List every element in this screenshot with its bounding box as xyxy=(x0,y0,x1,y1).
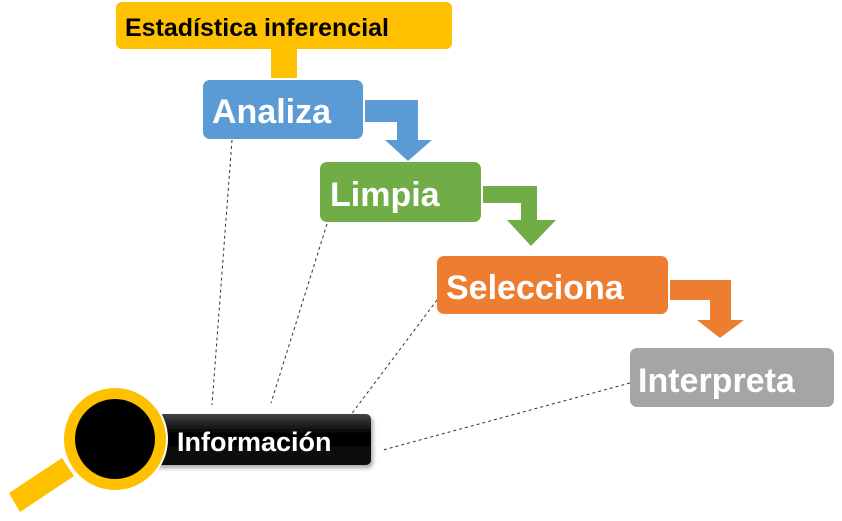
dashed-connectors xyxy=(211,139,631,451)
step-selecciona-box xyxy=(437,256,668,314)
connector-selecciona xyxy=(337,299,438,433)
step-interpreta-label: Interpreta xyxy=(638,362,796,400)
source-box xyxy=(150,414,371,465)
step-analiza-box xyxy=(203,80,363,139)
connector-limpia xyxy=(270,223,328,404)
magnifier-icon xyxy=(9,386,168,512)
step-limpia-box xyxy=(320,162,481,222)
step-selecciona-label: Selecciona xyxy=(446,269,625,307)
title-connector xyxy=(271,49,297,78)
source-label: Información xyxy=(177,427,332,457)
arrow-down-icon xyxy=(365,100,432,161)
connector-analiza xyxy=(211,139,233,406)
arrow-down-icon xyxy=(670,280,744,338)
step-interpreta-box xyxy=(630,348,834,407)
title-box xyxy=(116,2,452,49)
step-limpia-label: Limpia xyxy=(330,176,441,214)
title-label: Estadística inferencial xyxy=(125,14,389,42)
step-analiza-label: Analiza xyxy=(212,93,332,131)
connector-interpreta xyxy=(382,382,631,451)
arrow-down-icon xyxy=(483,186,556,246)
